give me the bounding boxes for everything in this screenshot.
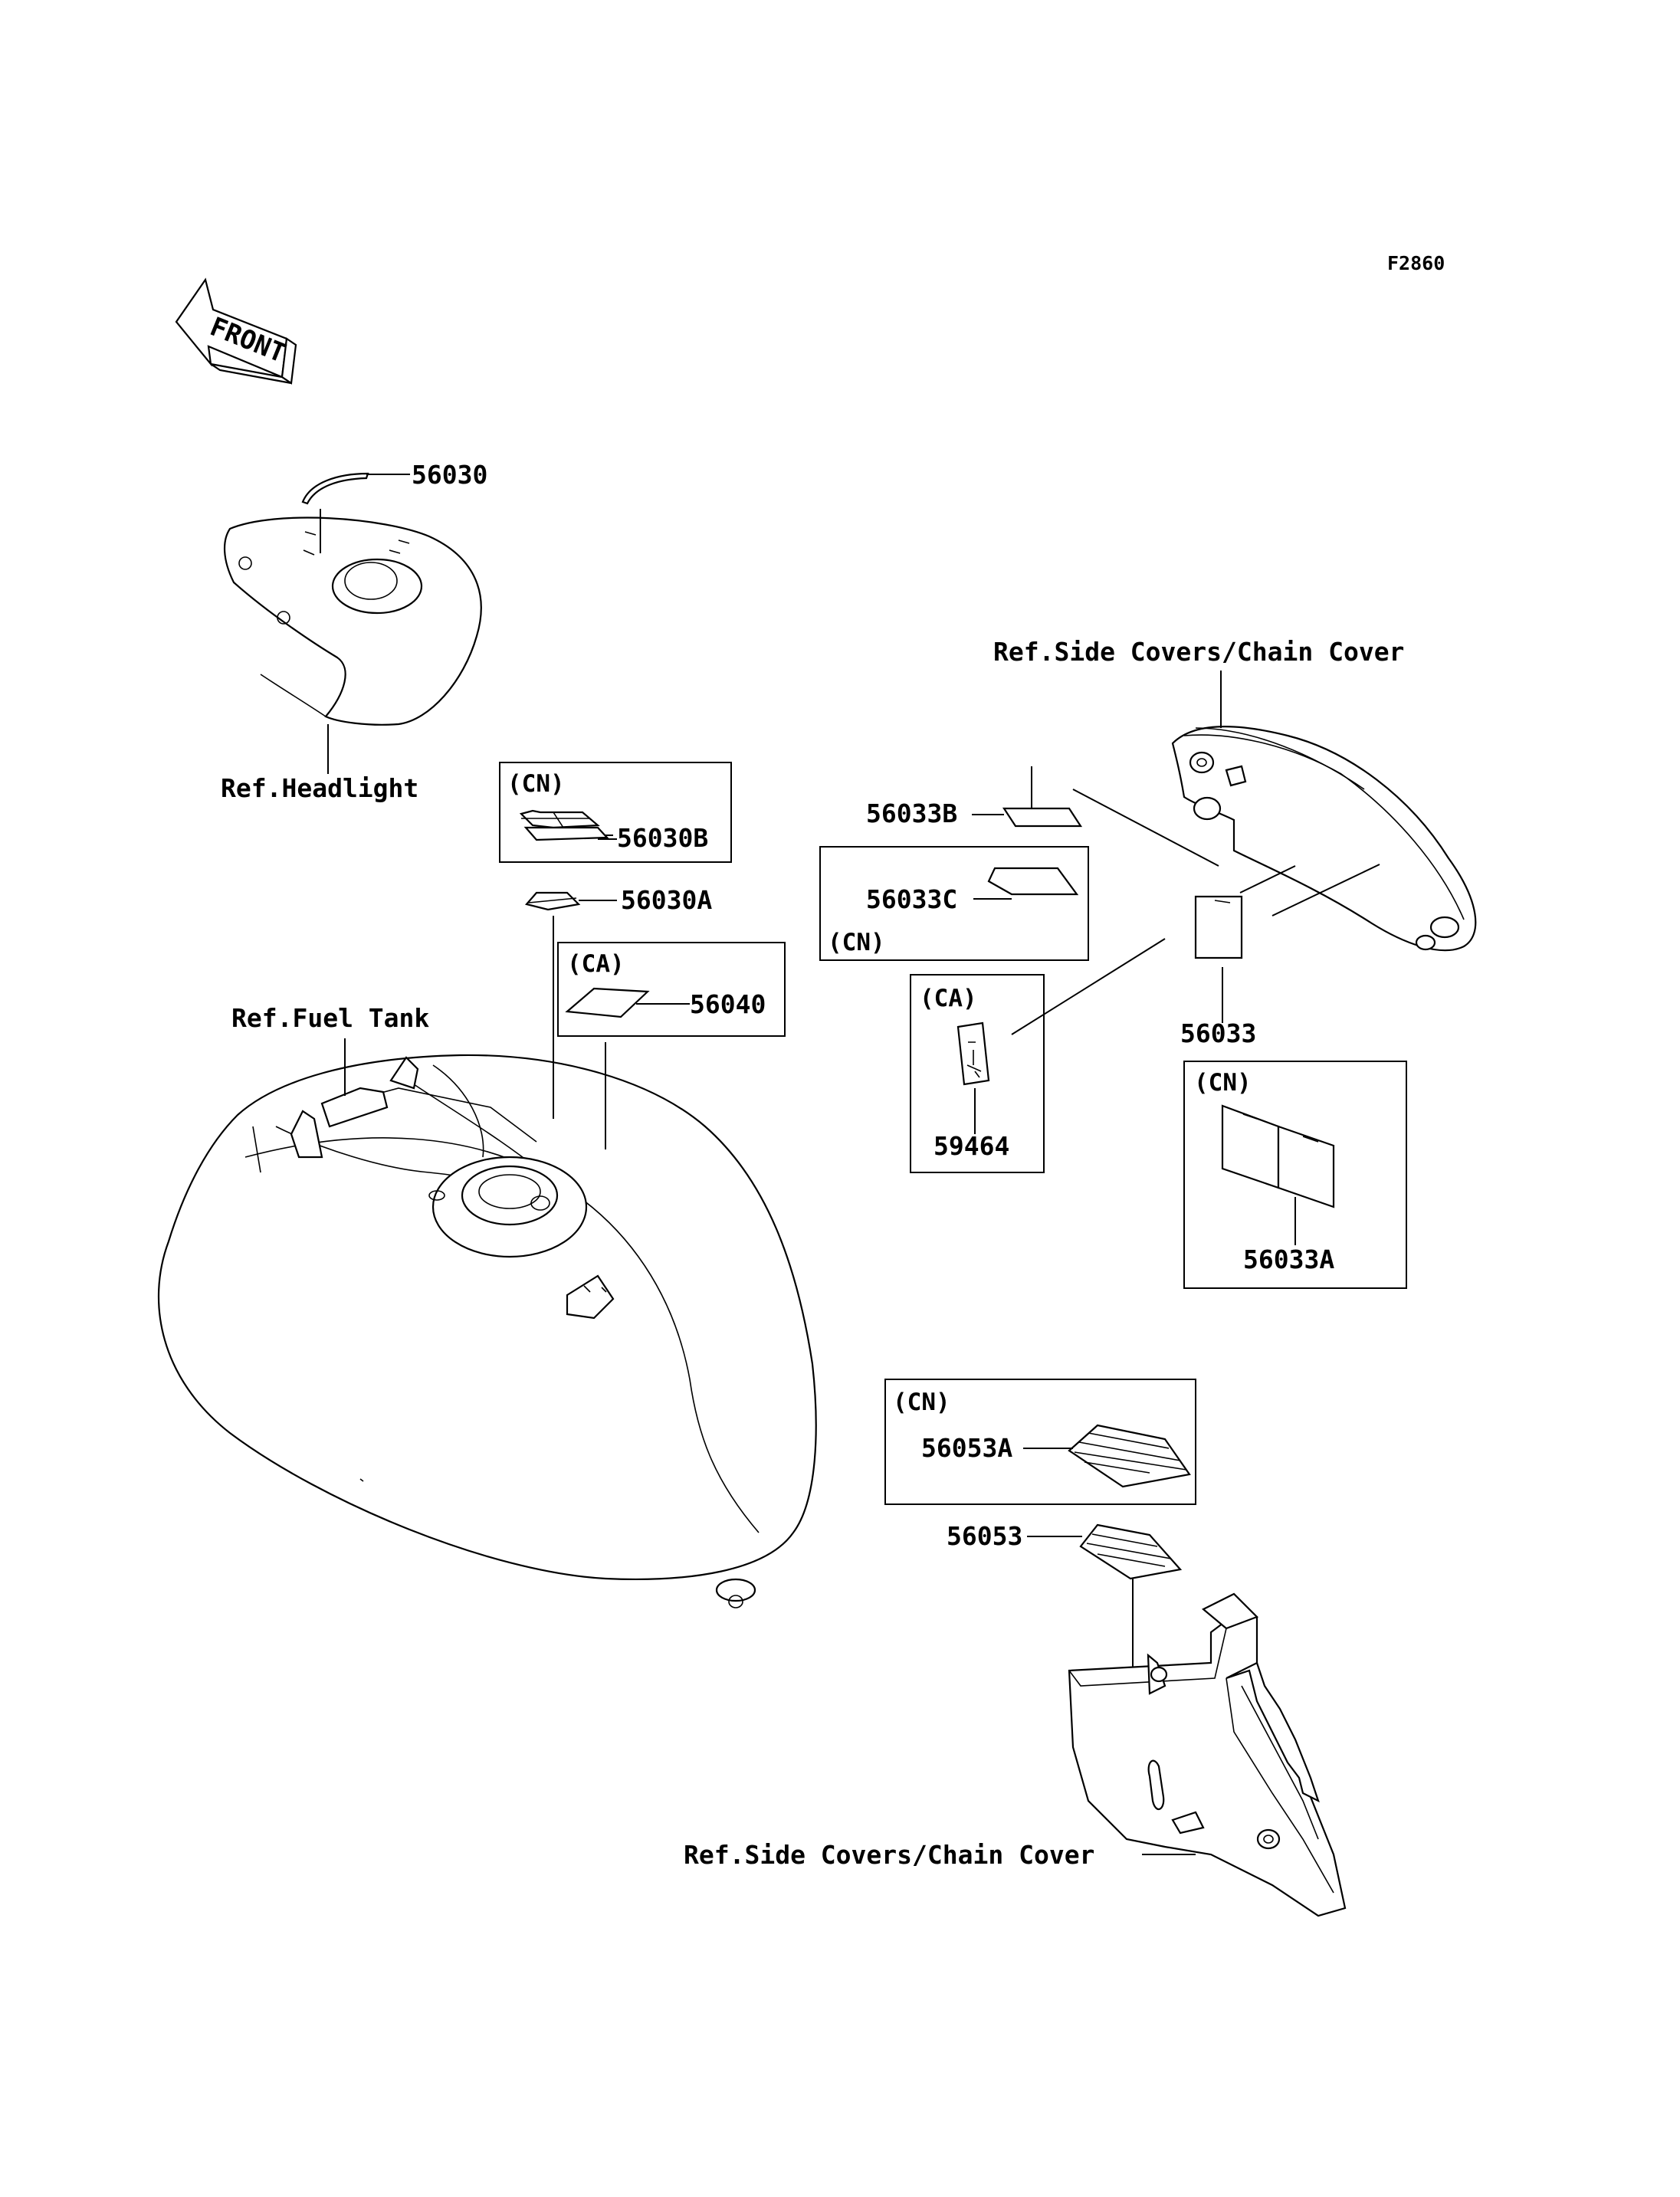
decal-56033B xyxy=(1002,807,1083,828)
part-59464: 59464 xyxy=(934,1131,1009,1161)
tag-cn-56053A: (CN) xyxy=(893,1389,950,1416)
part-56030B: 56030B xyxy=(617,823,708,853)
box-59464 xyxy=(910,974,1045,1173)
box-56033A xyxy=(1183,1061,1407,1289)
decal-56033A xyxy=(1221,1104,1335,1208)
side-cover-upper xyxy=(1171,725,1477,952)
part-56030A: 56030A xyxy=(621,885,712,915)
ref-side-covers-bottom: Ref.Side Covers/Chain Cover xyxy=(684,1840,1094,1870)
tag-cn-56033A: (CN) xyxy=(1194,1069,1252,1097)
tag-cn-56033C: (CN) xyxy=(828,929,885,956)
decal-56030A xyxy=(524,891,581,911)
decal-56033C xyxy=(987,867,1079,896)
box-56030B xyxy=(499,762,732,863)
ref-headlight: Ref.Headlight xyxy=(221,773,418,803)
decal-59464 xyxy=(956,1021,990,1086)
part-56033: 56033 xyxy=(1180,1018,1256,1048)
tag-ca-59464: (CA) xyxy=(920,985,977,1012)
fuel-tank xyxy=(157,1054,817,1608)
decal-56053A xyxy=(1068,1424,1191,1488)
part-56040: 56040 xyxy=(690,989,766,1019)
part-56030: 56030 xyxy=(412,460,487,490)
tag-ca-56040: (CA) xyxy=(567,950,625,978)
tag-cn-56030B: (CN) xyxy=(507,770,565,798)
decal-56030B xyxy=(519,809,600,829)
part-56053A: 56053A xyxy=(921,1433,1012,1463)
decal-56030 xyxy=(301,472,369,505)
part-56053: 56053 xyxy=(947,1521,1022,1551)
part-56033C: 56033C xyxy=(866,884,957,914)
box-56040 xyxy=(557,942,786,1037)
decal-56040 xyxy=(565,987,650,1018)
decal-56033 xyxy=(1194,895,1243,959)
figure-code: F2860 xyxy=(1387,252,1445,274)
ref-fuel-tank: Ref.Fuel Tank xyxy=(231,1003,429,1033)
part-56033A: 56033A xyxy=(1243,1244,1334,1274)
ref-side-covers-top: Ref.Side Covers/Chain Cover xyxy=(993,637,1404,667)
headlight-cover xyxy=(223,516,482,726)
front-arrow-icon: FRONT xyxy=(175,277,297,385)
side-cover-lower xyxy=(1068,1592,1347,1917)
box-56033C xyxy=(819,846,1089,961)
decal-56053 xyxy=(1079,1523,1183,1580)
box-56053A xyxy=(884,1379,1196,1505)
part-56033B: 56033B xyxy=(866,798,957,828)
